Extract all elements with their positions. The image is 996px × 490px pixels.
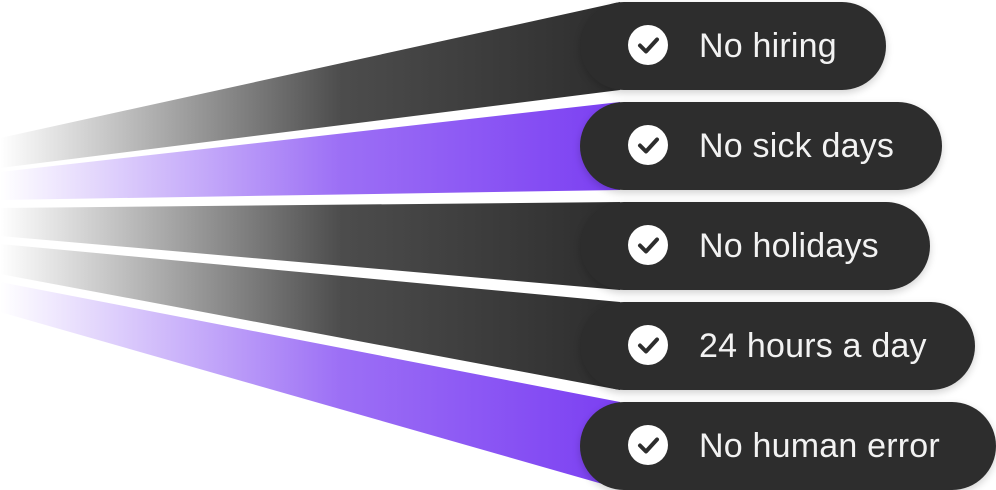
beam-no-sick-days [0, 102, 620, 200]
check-circle-icon [628, 225, 668, 265]
beam-no-holidays [0, 202, 620, 290]
feature-label: No hiring [699, 27, 837, 65]
feature-pill-no-holidays: No holidays [580, 202, 930, 290]
feature-label: 24 hours a day [699, 327, 927, 365]
check-circle-icon [628, 325, 668, 365]
feature-pill-no-human-error: No human error [580, 402, 996, 490]
feature-label: No human error [699, 427, 940, 465]
feature-pill-24-hours: 24 hours a day [580, 302, 975, 390]
check-circle-icon [628, 125, 668, 165]
check-circle-icon [628, 425, 668, 465]
feature-label: No sick days [699, 127, 895, 165]
feature-pill-no-sick-days: No sick days [580, 102, 942, 190]
feature-pill-no-hiring: No hiring [580, 2, 886, 90]
feature-label: No holidays [699, 227, 879, 265]
beam-no-human-error [0, 282, 620, 489]
check-circle-icon [628, 25, 668, 65]
beam-no-hiring [0, 2, 620, 168]
beam-24-hours [0, 244, 620, 390]
